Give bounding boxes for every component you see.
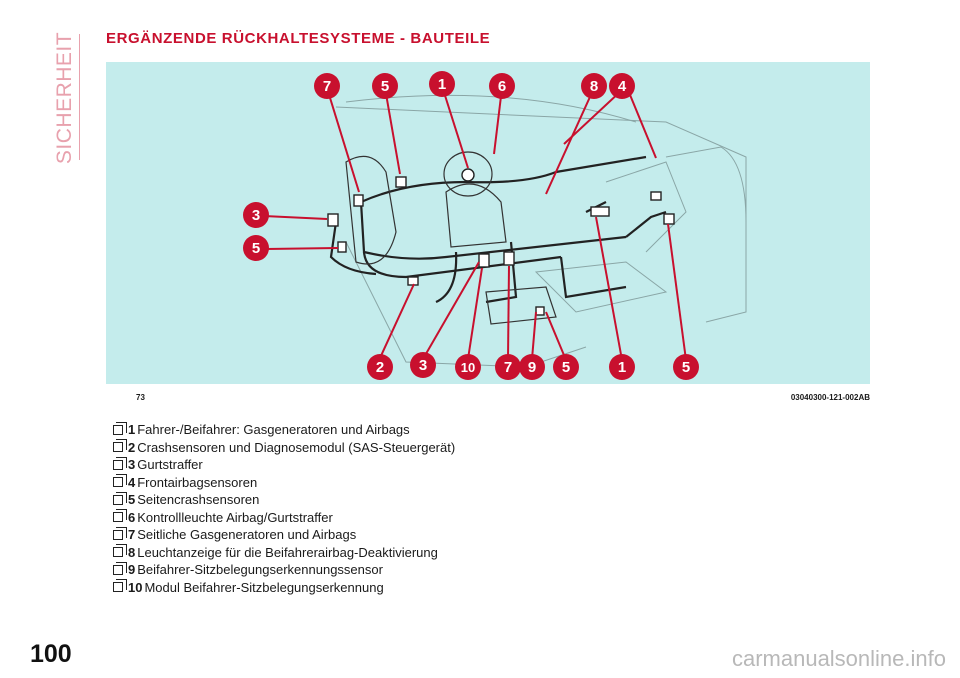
legend-text: Beifahrer-Sitzbelegungserkennungssensor <box>137 561 383 578</box>
airbag-components-figure: 7 5 1 6 8 4 3 5 2 3 10 7 9 5 1 5 <box>106 62 870 384</box>
car-interior-illustration: 7 5 1 6 8 4 3 5 2 3 10 7 9 5 1 5 <box>106 62 870 384</box>
checkbox-icon <box>113 530 123 540</box>
section-divider <box>79 34 80 160</box>
legend-number: 2 <box>128 439 135 456</box>
section-tab-label: SICHERHEIT <box>53 31 77 163</box>
callout-label: 9 <box>528 359 536 376</box>
legend-number: 5 <box>128 491 135 508</box>
legend-text: Crashsensoren und Diagnosemodul (SAS-Ste… <box>137 439 455 456</box>
legend-number: 10 <box>128 579 142 596</box>
checkbox-icon <box>113 425 123 435</box>
callout-label: 3 <box>419 357 427 374</box>
callout-label: 7 <box>323 78 331 95</box>
callout-label: 5 <box>682 359 690 376</box>
legend-number: 4 <box>128 474 135 491</box>
callout-label: 8 <box>590 78 598 95</box>
callout-label: 1 <box>438 76 446 93</box>
figure-number: 73 <box>136 393 145 402</box>
callout-numbers: 7 5 1 6 8 4 3 5 2 3 10 7 9 5 1 5 <box>252 76 690 376</box>
page-number: 100 <box>30 640 72 669</box>
section-tab: SICHERHEIT <box>50 30 80 165</box>
callout-label: 10 <box>461 360 475 375</box>
callout-label: 1 <box>618 359 626 376</box>
callout-label: 2 <box>376 359 384 376</box>
legend-text: Frontairbagsensoren <box>137 474 257 491</box>
legend-number: 7 <box>128 526 135 543</box>
legend-number: 3 <box>128 456 135 473</box>
checkbox-icon <box>113 495 123 505</box>
callout-label: 4 <box>618 78 627 95</box>
legend-text: Seitencrashsensoren <box>137 491 259 508</box>
callout-leaders <box>264 86 686 360</box>
callout-label: 5 <box>562 359 570 376</box>
legend-number: 9 <box>128 561 135 578</box>
legend-text: Leuchtanzeige für die Beifahrerairbag-De… <box>137 544 438 561</box>
callout-label: 5 <box>252 240 260 257</box>
legend-number: 1 <box>128 421 135 438</box>
checkbox-icon <box>113 512 123 522</box>
checkbox-icon <box>113 565 123 575</box>
legend-text: Kontrollleuchte Airbag/Gurtstraffer <box>137 509 333 526</box>
checkbox-icon <box>113 460 123 470</box>
checkbox-icon <box>113 547 123 557</box>
page-title: ERGÄNZENDE RÜCKHALTESYSTEME - BAUTEILE <box>106 30 490 47</box>
figure-code: 03040300-121-002AB <box>791 393 870 402</box>
checkbox-icon <box>113 477 123 487</box>
legend-text: Gurtstraffer <box>137 456 203 473</box>
legend-number: 8 <box>128 544 135 561</box>
callout-label: 3 <box>252 207 260 224</box>
legend-text: Modul Beifahrer-Sitzbelegungserkennung <box>144 579 383 596</box>
car-body-outline <box>336 95 746 367</box>
watermark: carmanualsonline.info <box>732 646 946 672</box>
callout-label: 7 <box>504 359 512 376</box>
checkbox-icon <box>113 582 123 592</box>
checkbox-icon <box>113 442 123 452</box>
legend-text: Fahrer-/Beifahrer: Gasgeneratoren und Ai… <box>137 421 409 438</box>
figure-caption: 73 03040300-121-002AB <box>106 391 870 405</box>
legend-number: 6 <box>128 509 135 526</box>
callout-label: 5 <box>381 78 389 95</box>
cabin-outline <box>346 152 556 324</box>
callout-label: 6 <box>498 78 506 95</box>
legend-text: Seitliche Gasgeneratoren und Airbags <box>137 526 356 543</box>
